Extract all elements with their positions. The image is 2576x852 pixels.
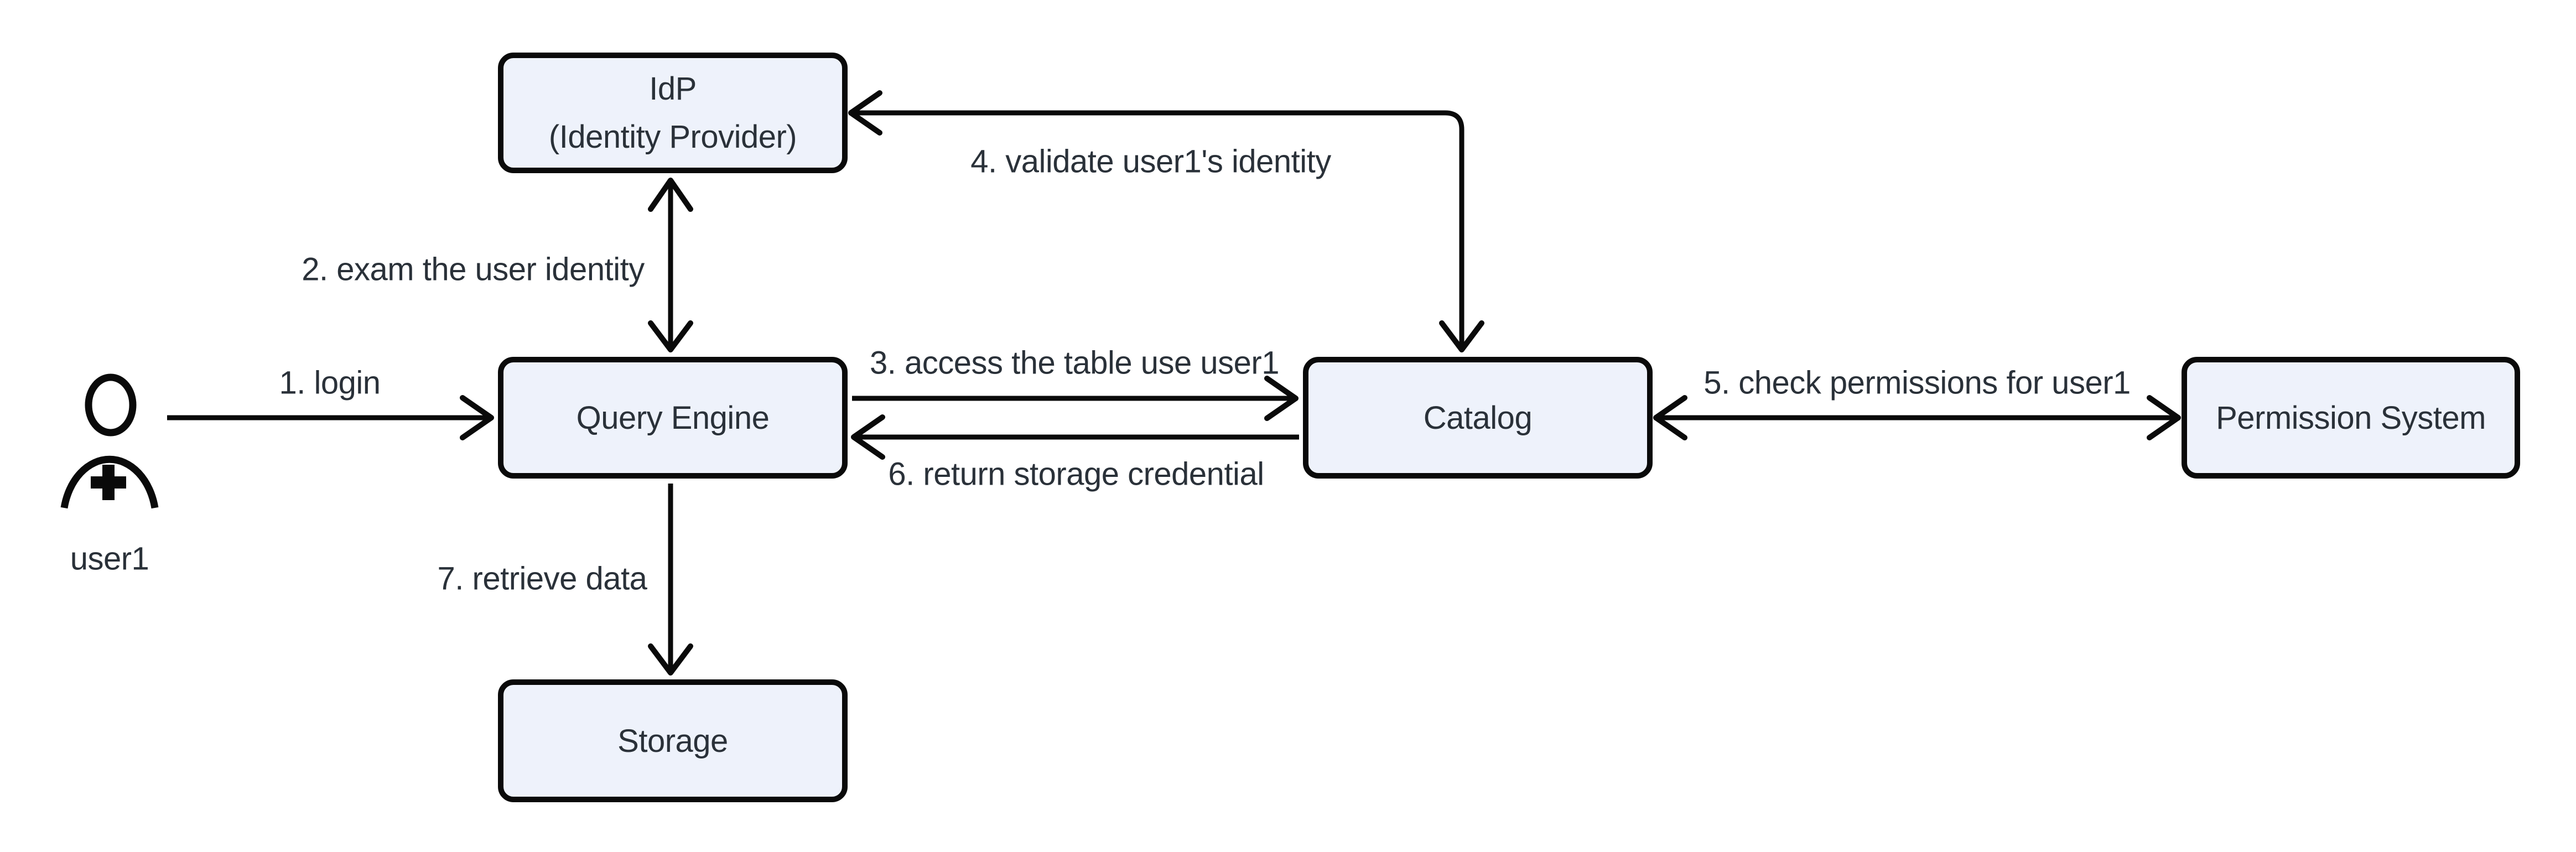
node-permission-system: Permission System: [2182, 357, 2520, 479]
node-storage-label: Storage: [617, 723, 728, 759]
edge-exam: [648, 178, 693, 352]
edge-retrieve: [648, 484, 693, 676]
edge-label-return-credential: 6. return storage credential: [888, 456, 1264, 492]
node-query-engine-label: Query Engine: [576, 399, 770, 436]
node-idp-label-line1: IdP: [649, 71, 697, 107]
edge-return-credential: [851, 414, 1299, 460]
node-storage: Storage: [498, 679, 848, 802]
edge-label-access: 3. access the table use user1: [870, 345, 1279, 381]
actor-user1-label: user1: [70, 541, 149, 577]
edge-validate: [848, 90, 1484, 352]
node-idp: IdP (Identity Provider): [498, 53, 848, 173]
edge-label-login: 1. login: [279, 365, 381, 401]
person-plus-icon: [60, 373, 159, 509]
node-catalog: Catalog: [1303, 357, 1653, 479]
edge-access: [852, 376, 1299, 421]
edge-label-retrieve: 7. retrieve data: [437, 560, 647, 597]
edge-label-validate: 4. validate user1's identity: [970, 143, 1331, 180]
node-permission-system-label: Permission System: [2216, 399, 2486, 436]
edge-label-exam: 2. exam the user identity: [302, 251, 645, 288]
node-query-engine: Query Engine: [498, 357, 848, 479]
node-idp-label-line2: (Identity Provider): [548, 119, 797, 155]
edge-check: [1653, 395, 2181, 440]
node-catalog-label: Catalog: [1423, 399, 1533, 436]
edge-label-check: 5. check permissions for user1: [1704, 365, 2131, 401]
edge-login: [167, 395, 494, 440]
